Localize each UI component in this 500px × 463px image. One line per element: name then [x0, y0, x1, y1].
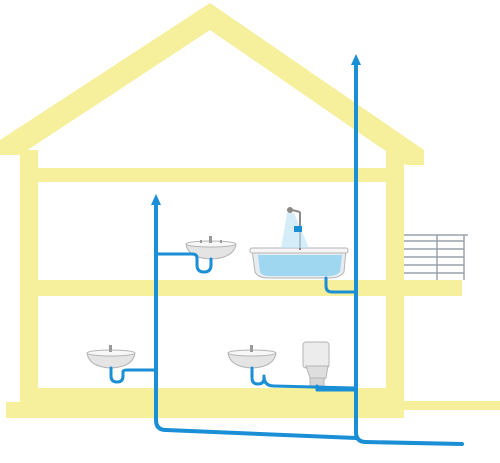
main-vent-stack: [351, 54, 464, 446]
short-vent-stack: [151, 194, 358, 440]
toilet-icon: [302, 341, 330, 387]
bathtub-icon: [249, 207, 349, 279]
washbasin-icon: [185, 236, 237, 260]
roof: [0, 3, 424, 165]
bathtub-drain: [324, 276, 356, 294]
toilet-drain: [315, 384, 356, 392]
balcony-railing: [404, 234, 468, 280]
upper-floor-slab: [20, 280, 462, 296]
terrace: [386, 401, 500, 410]
washbasin-icon: [227, 345, 277, 369]
ground-basin-left-drain: [109, 366, 156, 384]
house-structure: [0, 3, 500, 418]
foundation: [6, 402, 398, 418]
upper-basin-drain: [156, 252, 213, 274]
washbasin-icon: [86, 345, 136, 369]
ground-basin-middle-drain: [250, 366, 356, 390]
ground-floor-slab: [20, 388, 404, 404]
attic-floor: [20, 168, 404, 182]
